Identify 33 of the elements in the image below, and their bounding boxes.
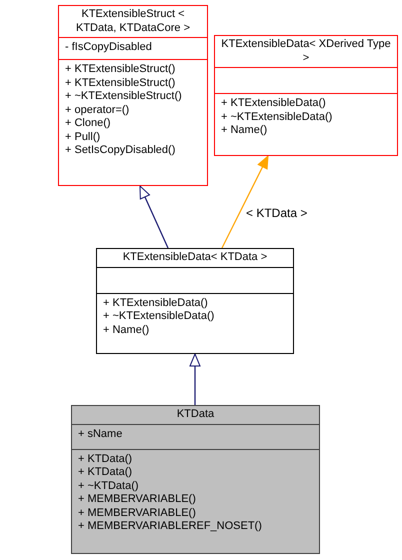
edge-label: < KTData > <box>244 206 310 220</box>
method: + KTExtensibleStruct() <box>65 76 176 90</box>
attribute: + sName <box>78 428 124 441</box>
method: + ~KTExtensibleData() <box>221 110 334 124</box>
method: + KTExtensibleStruct() <box>65 63 176 76</box>
attribute: - fIsCopyDisabled <box>65 41 153 54</box>
method: + KTExtensibleData() <box>221 97 327 110</box>
method: + ~KTExtensibleData() <box>103 310 216 324</box>
method: + Pull() <box>65 130 102 144</box>
inheritance-arrow <box>139 186 169 248</box>
class-name: KTExtensibleData< KTData > <box>122 251 268 264</box>
class-box <box>58 5 208 186</box>
class-box <box>214 35 398 156</box>
method: + Name() <box>221 124 268 138</box>
class-box <box>96 248 294 354</box>
method: + Name() <box>103 324 150 337</box>
class-box <box>71 405 320 554</box>
class-name: KTExtensibleData< XDerived Type > <box>220 38 392 65</box>
inheritance-arrow <box>221 156 269 248</box>
method: + SetIsCopyDisabled() <box>65 144 176 158</box>
method: + KTData() <box>78 466 134 480</box>
method: + KTExtensibleData() <box>103 296 209 310</box>
method: + Clone() <box>65 117 112 130</box>
method: + ~KTExtensibleStruct() <box>65 90 183 104</box>
method: + MEMBERVARIABLE() <box>78 493 197 506</box>
class-name: KTData <box>176 408 216 422</box>
class-name: KTExtensibleStruct < KTData, KTDataCore > <box>74 8 192 35</box>
method: + operator=() <box>65 104 130 117</box>
inheritance-arrow <box>190 354 200 405</box>
method: + MEMBERVARIABLEREF_NOSET() <box>78 520 263 534</box>
method: + KTData() <box>78 452 134 466</box>
method: + MEMBERVARIABLE() <box>78 506 197 520</box>
method: + ~KTData() <box>78 480 140 493</box>
